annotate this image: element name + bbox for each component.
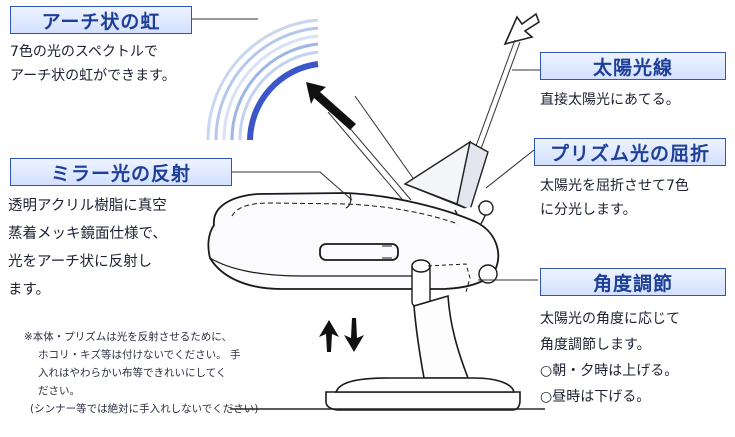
prism-line: に分光します。 (540, 202, 637, 218)
rainbow-line: アーチ状の虹ができます。 (10, 68, 176, 84)
sunlight-line: 直接太陽光にあてる。 (540, 92, 680, 108)
care-note-line: ださい。 (38, 385, 80, 397)
mirror-title: ミラー光の反射 (10, 158, 232, 186)
mirror-line: ます。 (8, 282, 51, 298)
mirror-line: 光をアーチ状に反射し (8, 254, 153, 270)
prism (403, 140, 489, 211)
sunlight-arrow (503, 12, 540, 46)
prism-title: プリズム光の屈折 (534, 138, 726, 166)
care-note-line: (シンナー等では絶対に手入れしないでください) (30, 403, 259, 415)
angle-title-text: 角度調節 (592, 272, 673, 295)
rainbow-description: 7色の光のスペクトルで アーチ状の虹ができます。 (10, 40, 176, 88)
mirror-body (207, 192, 500, 290)
leader-lines (192, 18, 540, 410)
angle-line: ○朝・夕時は上げる。 (540, 363, 679, 379)
mirror-line: 透明アクリル樹脂に真空 (8, 198, 167, 214)
rainbow-line: 7色の光のスペクトルで (10, 44, 158, 60)
angle-line: 太陽光の角度に応じて (540, 311, 680, 327)
mirror-title-text: ミラー光の反射 (50, 162, 191, 185)
angle-description: 太陽光の角度に応じて 角度調節します。 ○朝・夕時は上げる。 ○昼時は下げる。 (540, 306, 680, 410)
angle-line: 角度調節します。 (540, 337, 651, 353)
mirror-description: 透明アクリル樹脂に真空 蒸着メッキ鏡面仕様で、 光をアーチ状に反射し ます。 (8, 192, 167, 304)
prism-line: 太陽光を屈折させて7色 (540, 178, 689, 194)
reflection-arrow (306, 82, 356, 130)
sunlight-ray (468, 39, 516, 166)
rainbow-title: アーチ状の虹 (10, 6, 192, 34)
rainbow-title-text: アーチ状の虹 (41, 10, 161, 33)
stand (325, 294, 521, 411)
reflected-rays (327, 95, 421, 206)
up-arrow (319, 320, 339, 352)
angle-line: ○昼時は下げる。 (540, 389, 651, 405)
sunlight-title: 太陽光線 (540, 52, 726, 80)
mirror-line: 蒸着メッキ鏡面仕様で、 (8, 226, 167, 242)
rainbow-arc (206, 18, 319, 141)
prism-title-text: プリズム光の屈折 (549, 142, 710, 165)
down-arrow (344, 318, 364, 352)
prism-description: 太陽光を屈折させて7色 に分光します。 (540, 174, 689, 222)
care-note-line: ホコリ・キズ等は付けないでください。 手 (38, 349, 241, 361)
care-note-line: ※本体・プリズムは光を反射させるために、 (24, 331, 232, 343)
angle-title: 角度調節 (540, 268, 726, 296)
sunlight-description: 直接太陽光にあてる。 (540, 88, 680, 112)
sunlight-title-text: 太陽光線 (592, 56, 673, 79)
care-note-line: 入れはやわらかい布等できれいにしてく (38, 367, 227, 379)
care-note: ※本体・プリズムは光を反射させるために、 ホコリ・キズ等は付けないでください。 … (24, 328, 258, 418)
